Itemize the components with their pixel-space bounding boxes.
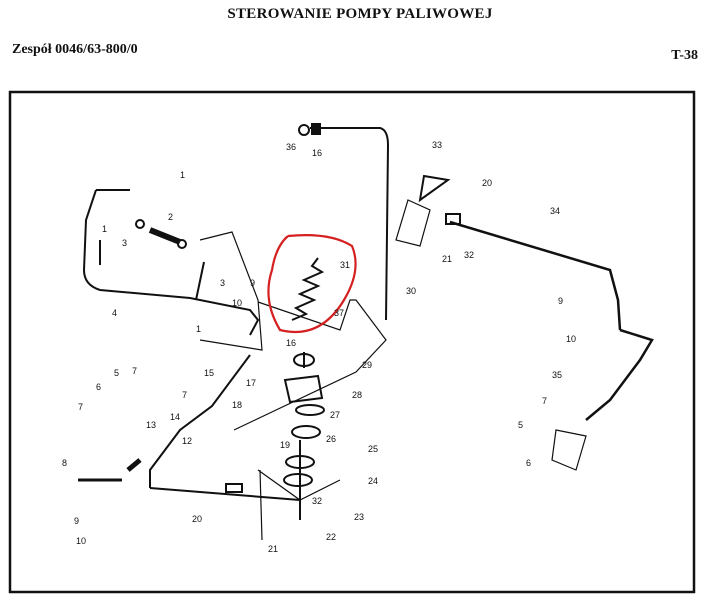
callout-28: 28 — [352, 390, 362, 400]
callout-10-bottom: 10 — [76, 536, 86, 546]
callout-30: 30 — [406, 286, 416, 296]
part-3a — [135, 219, 145, 229]
callout-13: 13 — [146, 420, 156, 430]
rod-34 — [449, 220, 622, 331]
part-16 — [293, 353, 315, 367]
callout-19: 19 — [280, 440, 290, 450]
part-20-right — [445, 213, 461, 225]
rod-15 — [149, 354, 251, 488]
callout-16: 16 — [286, 338, 296, 348]
diagram-frame — [8, 90, 696, 594]
callout-1a: 1 — [180, 170, 185, 180]
bracket-left — [199, 231, 263, 351]
callout-5-right: 5 — [518, 420, 523, 430]
callout-20-bottom: 20 — [192, 514, 202, 524]
callout-37: 37 — [334, 308, 344, 318]
callout-24: 24 — [368, 476, 378, 486]
callout-7-top: 7 — [132, 366, 137, 376]
callout-12: 12 — [182, 436, 192, 446]
callout-2: 2 — [168, 212, 173, 222]
part-2 — [148, 227, 182, 245]
callout-32-right: 32 — [464, 250, 474, 260]
callout-1b: 1 — [102, 224, 107, 234]
callout-34: 34 — [550, 206, 560, 216]
part-36 — [298, 124, 310, 136]
rod-35 — [585, 328, 654, 421]
callout-1c: 1 — [196, 324, 201, 334]
callout-4: 4 — [112, 308, 117, 318]
callout-16-top: 16 — [312, 148, 322, 158]
rod-20 — [149, 487, 301, 501]
part-19b — [283, 473, 313, 487]
part-33 — [418, 174, 451, 203]
callout-36: 36 — [286, 142, 296, 152]
callout-29: 29 — [362, 360, 372, 370]
bracket-right — [395, 199, 431, 247]
callout-10-right: 10 — [566, 334, 576, 344]
part-3b — [177, 239, 187, 249]
linkage-drawing — [78, 123, 654, 541]
sheet-number: T-38 — [671, 48, 698, 63]
callout-21-bottom: 21 — [268, 544, 278, 554]
part-13 — [126, 458, 142, 472]
callout-18: 18 — [232, 400, 242, 410]
callout-32-bottom: 32 — [312, 496, 322, 506]
callout-14: 14 — [170, 412, 180, 422]
callout-labels: 36 16 33 20 34 1 2 3 1 4 3 9 10 1 31 30 … — [62, 140, 576, 554]
callout-23: 23 — [354, 512, 364, 522]
callout-6-left: 6 — [96, 382, 101, 392]
lever-4 — [82, 189, 260, 336]
part-16-top — [311, 123, 321, 135]
callout-9-bottom: 9 — [74, 516, 79, 526]
callout-7-right: 7 — [542, 396, 547, 406]
rod-30 — [310, 127, 390, 321]
callout-31: 31 — [340, 260, 350, 270]
callout-27: 27 — [330, 410, 340, 420]
callout-7-mid: 7 — [182, 390, 187, 400]
callout-15: 15 — [204, 368, 214, 378]
callout-5-left: 5 — [114, 368, 119, 378]
callout-7-left: 7 — [78, 402, 83, 412]
callout-33: 33 — [432, 140, 442, 150]
callout-3b: 3 — [220, 278, 225, 288]
rod-1b — [195, 261, 205, 301]
callout-26: 26 — [326, 434, 336, 444]
part-27 — [295, 404, 325, 416]
part-26 — [291, 425, 321, 439]
callout-17: 17 — [246, 378, 256, 388]
page-title: STEROWANIE POMPY PALIWOWEJ — [227, 6, 493, 22]
callout-25: 25 — [368, 444, 378, 454]
callout-3a: 3 — [122, 238, 127, 248]
callout-6-right: 6 — [526, 458, 531, 468]
callout-20-right: 20 — [482, 178, 492, 188]
part-19 — [285, 455, 315, 469]
callout-35: 35 — [552, 370, 562, 380]
bracket-5-right — [551, 429, 587, 471]
callout-9a: 9 — [250, 278, 255, 288]
assembly-number: Zespół 0046/63-800/0 — [12, 42, 138, 57]
part-20 — [225, 483, 243, 493]
callout-8: 8 — [62, 458, 67, 468]
annotation-circle — [267, 234, 357, 334]
bracket-center — [233, 299, 387, 431]
part-17 — [283, 374, 324, 404]
spring-31 — [291, 257, 325, 321]
callout-10a: 10 — [232, 298, 242, 308]
callout-22: 22 — [326, 532, 336, 542]
callout-9-right: 9 — [558, 296, 563, 306]
callout-21-right: 21 — [442, 254, 452, 264]
